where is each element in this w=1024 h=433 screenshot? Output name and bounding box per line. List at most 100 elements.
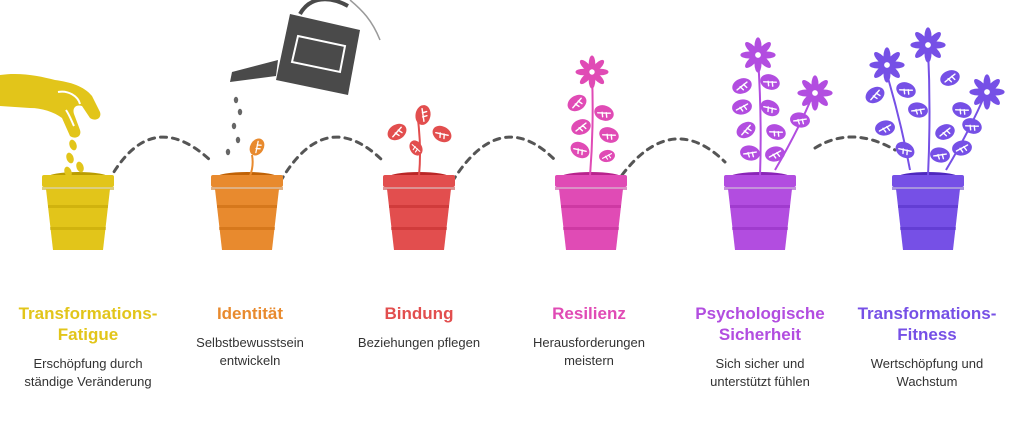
leaf-vein	[421, 108, 428, 122]
leaf-vein	[898, 88, 914, 95]
pot-rim	[724, 175, 796, 187]
leaf-vein	[933, 153, 947, 160]
leaf-icon	[415, 105, 431, 125]
seed	[76, 161, 84, 173]
leaf-icon	[249, 138, 265, 156]
leaf-vein	[735, 103, 749, 112]
leaf-icon	[732, 99, 752, 115]
leaf-vein	[572, 97, 583, 109]
pot-stripe	[219, 227, 275, 230]
stem	[927, 47, 931, 177]
leaf-icon	[908, 102, 928, 118]
petal	[915, 44, 929, 58]
petal	[874, 52, 888, 66]
petal	[591, 59, 605, 73]
leaf-icon	[765, 146, 785, 162]
leaf-vein	[763, 106, 777, 114]
leaf-icon	[732, 78, 752, 94]
pot-rim	[383, 175, 455, 187]
leaf-icon	[571, 119, 591, 135]
flower-center	[984, 89, 990, 95]
petal	[814, 92, 828, 106]
flower-center	[589, 69, 595, 75]
pot-stripe	[217, 205, 277, 208]
water-drop	[233, 96, 239, 104]
petal	[591, 71, 605, 85]
stage-title: Bindung	[384, 304, 454, 323]
growth-illustration	[0, 0, 1005, 250]
petal	[886, 52, 900, 66]
petal	[745, 54, 759, 68]
watering-can-icon	[230, 0, 381, 95]
leaf-vein	[793, 118, 807, 125]
petal	[974, 91, 988, 105]
leaf-vein	[741, 124, 752, 136]
pot-body	[46, 189, 110, 250]
pot-stripe	[732, 227, 788, 230]
stage-description: Beziehungen pflegen	[357, 335, 481, 350]
leaf-vein	[870, 89, 881, 101]
pot-stripe	[50, 227, 106, 230]
leaf-icon	[567, 94, 587, 112]
can-label	[290, 34, 347, 74]
stage-transformations-fitness: Transformations-Fitness Wertschöpfung un…	[837, 303, 1017, 391]
flower-icon	[869, 47, 905, 83]
pot-stripe	[389, 205, 449, 208]
flower-icon	[969, 74, 1005, 110]
pot-rim-shadow	[383, 187, 455, 190]
stem	[249, 154, 254, 177]
leaf-vein	[898, 148, 912, 156]
stage-description: Wertschöpfung und Wachstum	[870, 356, 984, 389]
water-drop	[235, 136, 241, 144]
stage-resilienz: Resilienz Herausforderungen meistern	[499, 303, 679, 370]
leaf-vein	[601, 153, 613, 160]
petal	[886, 64, 900, 78]
petal	[802, 80, 816, 94]
hand-detail	[57, 90, 81, 105]
leaf-icon	[896, 82, 916, 98]
petal	[579, 59, 593, 73]
leaf-icon	[766, 124, 786, 140]
seed	[69, 139, 77, 151]
leaf-icon	[790, 112, 810, 128]
leaf-vein	[944, 73, 956, 83]
stem	[757, 57, 762, 177]
leaf-vein	[392, 126, 403, 138]
hand-dropping-seeds-icon	[0, 73, 101, 138]
stage-title: Psychologische Sicherheit	[695, 304, 825, 344]
leaf-vein	[768, 130, 784, 137]
leaf-vein	[878, 124, 892, 133]
pot-stripe	[563, 227, 619, 230]
leaf-icon	[409, 140, 423, 156]
pot-body	[728, 189, 792, 250]
leaf-vein	[762, 80, 778, 87]
leaf-icon	[962, 118, 982, 134]
pot-body	[215, 189, 279, 250]
flower-icon	[797, 75, 833, 111]
leaf-icon	[935, 124, 955, 140]
pot-rim	[42, 175, 114, 187]
leaf-icon	[875, 120, 895, 136]
leaf-icon	[570, 141, 590, 159]
flower-pot-icon	[724, 37, 833, 250]
hand-detail	[65, 109, 75, 127]
water-drop	[231, 122, 237, 130]
petal	[974, 79, 988, 93]
leaf-vein	[955, 144, 969, 153]
stage-description: Selbstbewusstsein entwickeln	[196, 335, 304, 368]
leaf-vein	[964, 124, 980, 131]
leaf-icon	[952, 140, 972, 156]
leaf-icon	[740, 145, 760, 161]
stage-title: Transformations-Fitness	[857, 304, 997, 344]
pot-rim	[555, 175, 627, 187]
pot-stripe	[48, 205, 108, 208]
petal	[757, 54, 771, 68]
flower-pot-icon	[383, 105, 455, 250]
stem	[945, 94, 986, 171]
pot-rim-shadow	[724, 187, 796, 190]
dashed-connector	[620, 137, 727, 177]
seed	[66, 152, 74, 164]
flower-pot-icon	[42, 139, 114, 250]
stage-identitaet: Identität Selbstbewusstsein entwickeln	[160, 303, 340, 370]
flower-pots	[42, 27, 1005, 250]
